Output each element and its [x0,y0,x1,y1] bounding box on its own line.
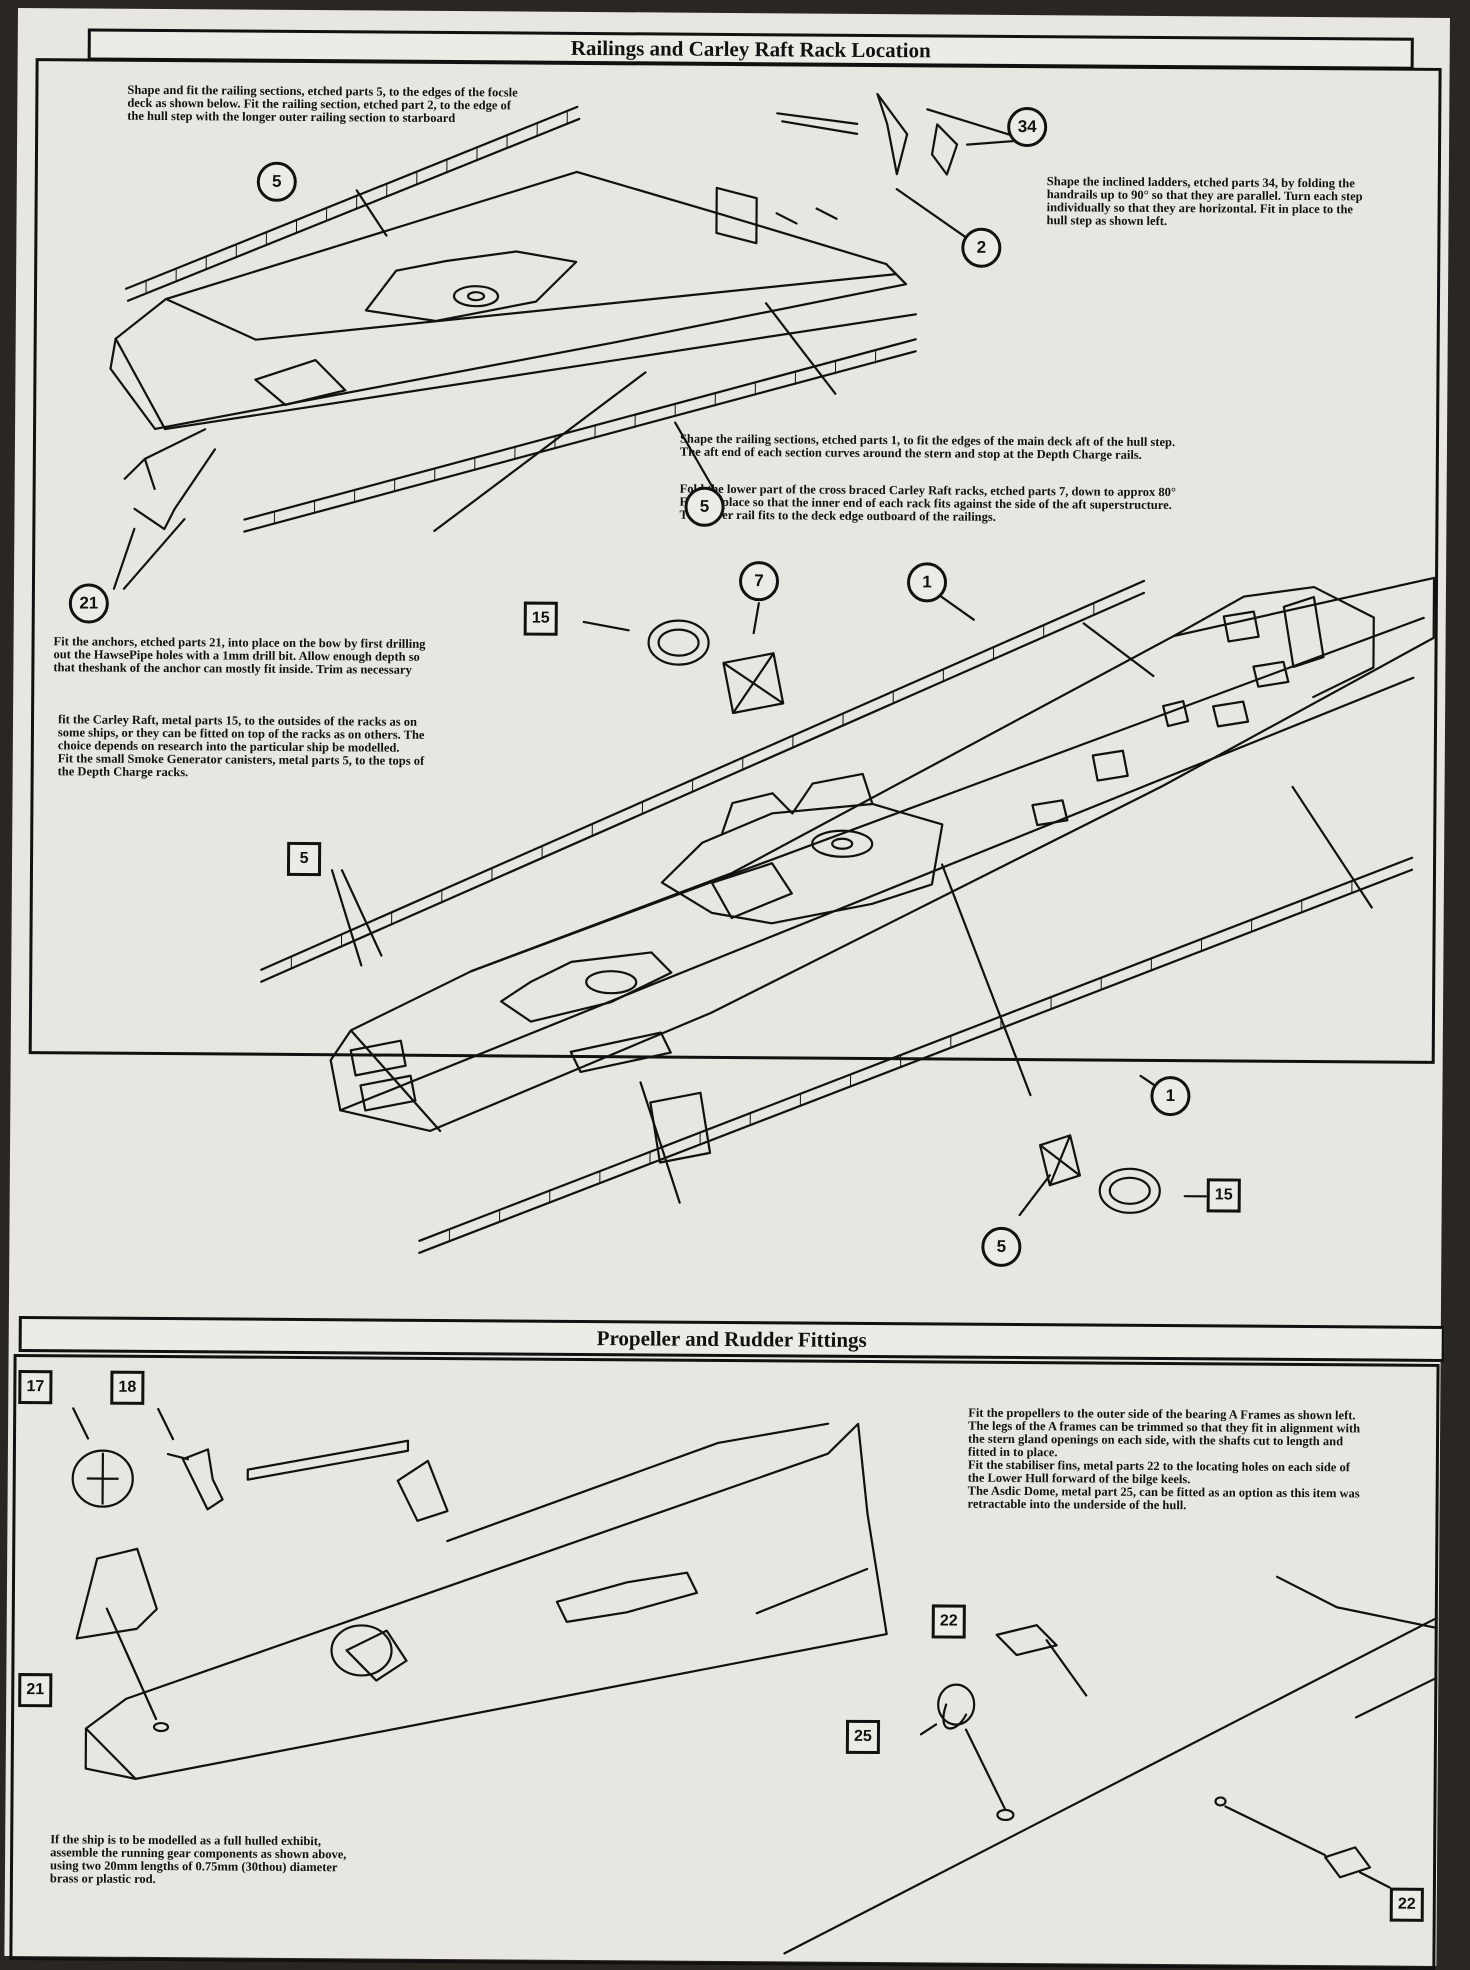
note-railings-bow: Shape and fit the railing sections, etch… [127,82,518,126]
callout-5-smoke: 5 [286,841,322,877]
callout-5-bow: 5 [256,161,297,202]
main-railing-drawing-3 [418,856,1414,1242]
callout-1-top: 1 [906,562,948,603]
callout-25: 25 [845,1719,881,1755]
note-carley-raft: fit the Carley Raft, metal parts 15, to … [57,712,425,780]
callout-21-rudder: 21 [18,1673,53,1708]
callout-18: 18 [110,1370,145,1405]
stern-hull-drawing [84,1422,888,1780]
note-ladders: Shape the inclined ladders, etched parts… [1046,174,1363,229]
callout-5-rack: 5 [981,1226,1022,1268]
main-railing-drawing-1 [243,338,917,521]
callout-7: 7 [738,561,780,602]
callout-22-bottom: 22 [1389,1887,1424,1922]
note-railings-main: Shape the railing sections, etched parts… [679,431,1176,462]
bow-railing-drawing [124,105,579,290]
instruction-sheet: Railings and Carley Raft Rack Location [4,8,1450,1970]
note-anchors: Fit the anchors, etched parts 21, into p… [53,634,426,677]
main-railing-drawing-2 [260,579,1146,971]
callout-17: 17 [18,1370,53,1405]
callout-21: 21 [68,583,109,624]
callout-22-top: 22 [931,1604,966,1639]
main-hull-drawing [329,576,1436,1133]
callout-5-rail: 5 [684,486,725,527]
note-raft-racks: Fold the lower part of the cross braced … [679,481,1176,524]
assembly-drawings [71,92,1438,1955]
callout-15-bottom: 15 [1206,1178,1241,1213]
bow-hull-drawing [109,170,908,431]
lower-hull-drawing [783,1575,1438,1955]
callout-34: 34 [1007,106,1048,148]
callout-2: 2 [961,227,1002,268]
callout-1-bottom: 1 [1150,1075,1191,1117]
callout-15-top: 15 [523,601,558,636]
note-propellers: Fit the propellers to the outer side of … [967,1405,1361,1513]
note-full-hull: If the ship is to be modelled as a full … [49,1832,347,1887]
